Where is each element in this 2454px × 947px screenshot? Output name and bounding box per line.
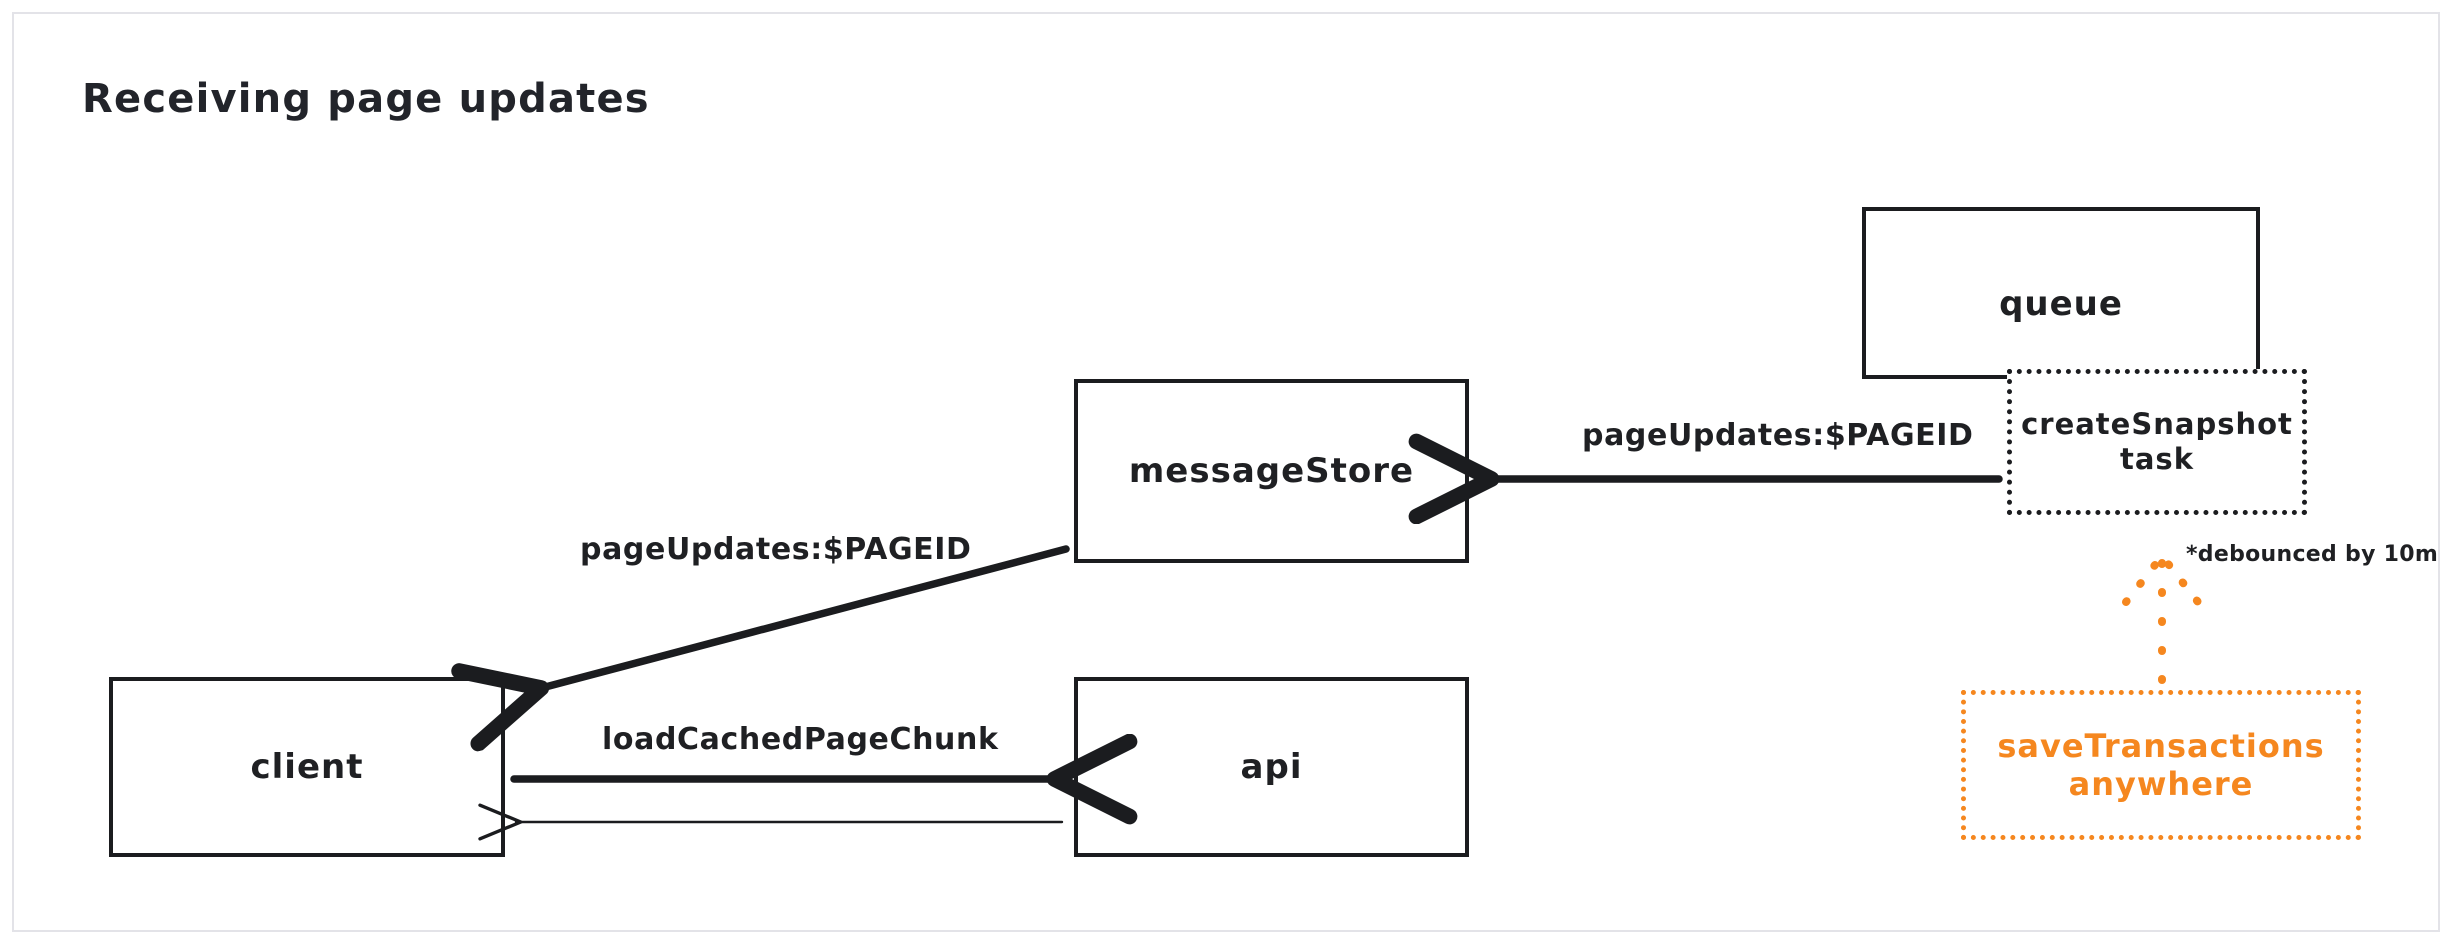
node-message-store-label: messageStore xyxy=(1128,450,1415,491)
edge-save-transactions-to-create-snapshot xyxy=(2122,552,2202,684)
page-title: Receiving page updates xyxy=(82,76,650,122)
node-queue[interactable]: queue xyxy=(1862,207,2260,379)
node-save-transactions-anywhere[interactable]: saveTransactions anywhere xyxy=(1961,690,2361,840)
node-queue-label: queue xyxy=(1999,284,2123,325)
node-api-label: api xyxy=(1240,746,1303,787)
node-create-snapshot-task-label: createSnapshot task xyxy=(2021,407,2293,476)
node-message-store[interactable]: messageStore xyxy=(1074,379,1469,563)
node-client-label: client xyxy=(250,746,364,787)
diagram-canvas-frame: Receiving page updates xyxy=(12,12,2440,932)
edge-label-page-updates-left: pageUpdates:$PAGEID xyxy=(580,532,972,567)
node-create-snapshot-task[interactable]: createSnapshot task xyxy=(2007,369,2307,515)
node-api[interactable]: api xyxy=(1074,677,1469,857)
edge-label-page-updates-right: pageUpdates:$PAGEID xyxy=(1582,418,1974,453)
node-client[interactable]: client xyxy=(109,677,505,857)
edge-label-debounced-note: *debounced by 10m xyxy=(2186,542,2439,567)
node-save-transactions-anywhere-label: saveTransactions anywhere xyxy=(1997,726,2325,803)
diagram-surface: Receiving page updates xyxy=(14,14,2442,934)
edge-label-load-cached-page-chunk: loadCachedPageChunk xyxy=(602,722,999,757)
edge-message-store-to-client xyxy=(534,545,1070,690)
